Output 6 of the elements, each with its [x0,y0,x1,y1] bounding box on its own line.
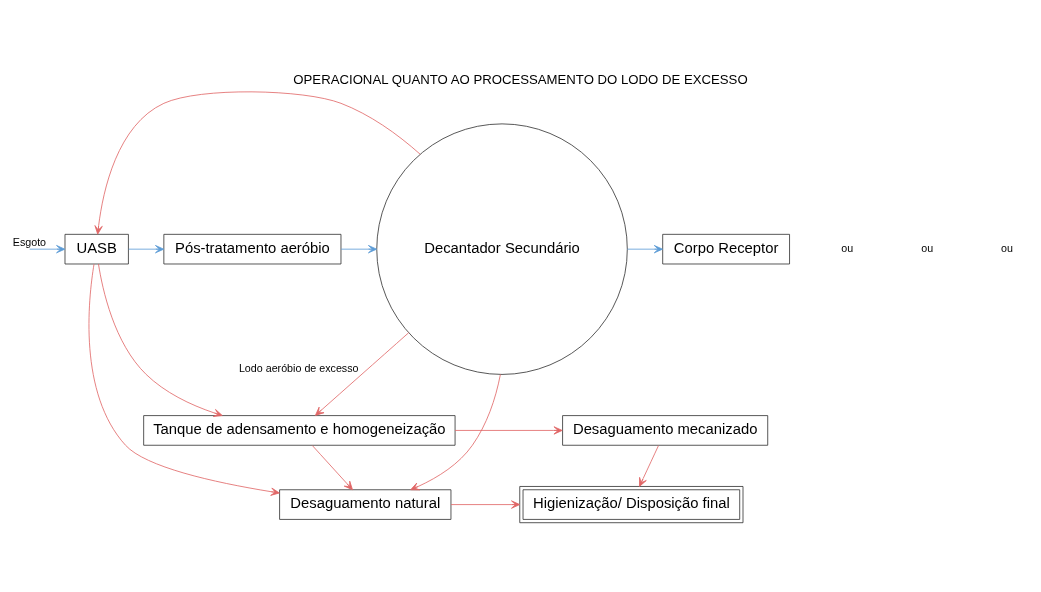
edge-label: Esgoto [12,235,47,248]
label: ou [921,241,934,254]
label: ou [841,241,854,254]
diagram-title: OPERACIONAL QUANTO AO PROCESSAMENTO DO LODO DE EXCESSO [293,71,748,87]
label: ou [1001,241,1014,254]
edge-label: Lodo aeróbio de excesso [238,361,359,374]
